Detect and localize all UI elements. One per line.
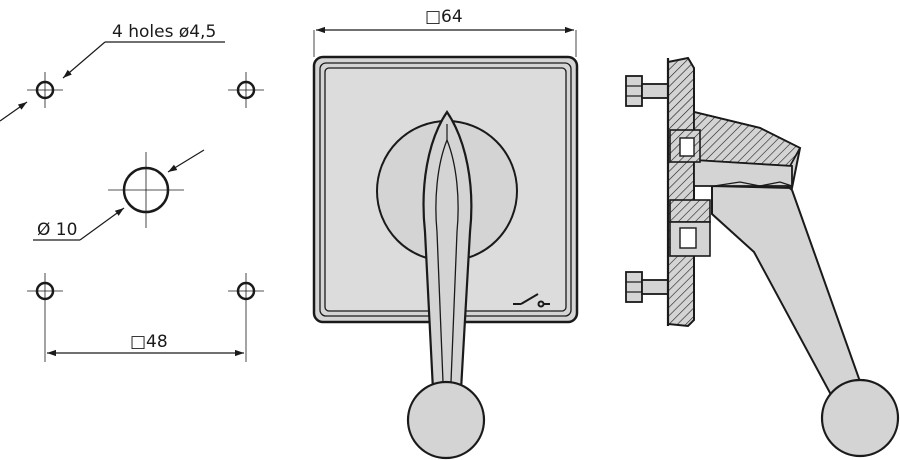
- mounting-hole-top-right: [228, 72, 264, 108]
- plate-size-label: □64: [425, 7, 463, 27]
- center-hole: [108, 152, 184, 228]
- mechanism-section: [669, 129, 711, 257]
- side-section-view: [625, 56, 900, 458]
- lower-bolt: [625, 271, 669, 303]
- front-view: [312, 26, 579, 460]
- lever-knob-side: [820, 378, 900, 458]
- mounting-hole-top-left: [27, 72, 63, 108]
- hole-spacing-label: □48: [130, 332, 168, 352]
- mounting-hole-bottom-right: [228, 273, 264, 362]
- mounting-hole-bottom-left: [27, 273, 63, 362]
- lever-handle: [406, 110, 486, 460]
- plate-section: [667, 56, 695, 328]
- holes-leader: [0, 41, 225, 122]
- center-hole-label: Ø 10: [37, 220, 77, 240]
- center-hole-leader: [33, 149, 205, 241]
- switch-symbol-icon: [513, 293, 550, 308]
- drilling-template: [0, 41, 264, 362]
- lever-knob: [406, 380, 486, 460]
- holes-label: 4 holes ø4,5: [112, 22, 216, 42]
- upper-bolt: [625, 75, 669, 107]
